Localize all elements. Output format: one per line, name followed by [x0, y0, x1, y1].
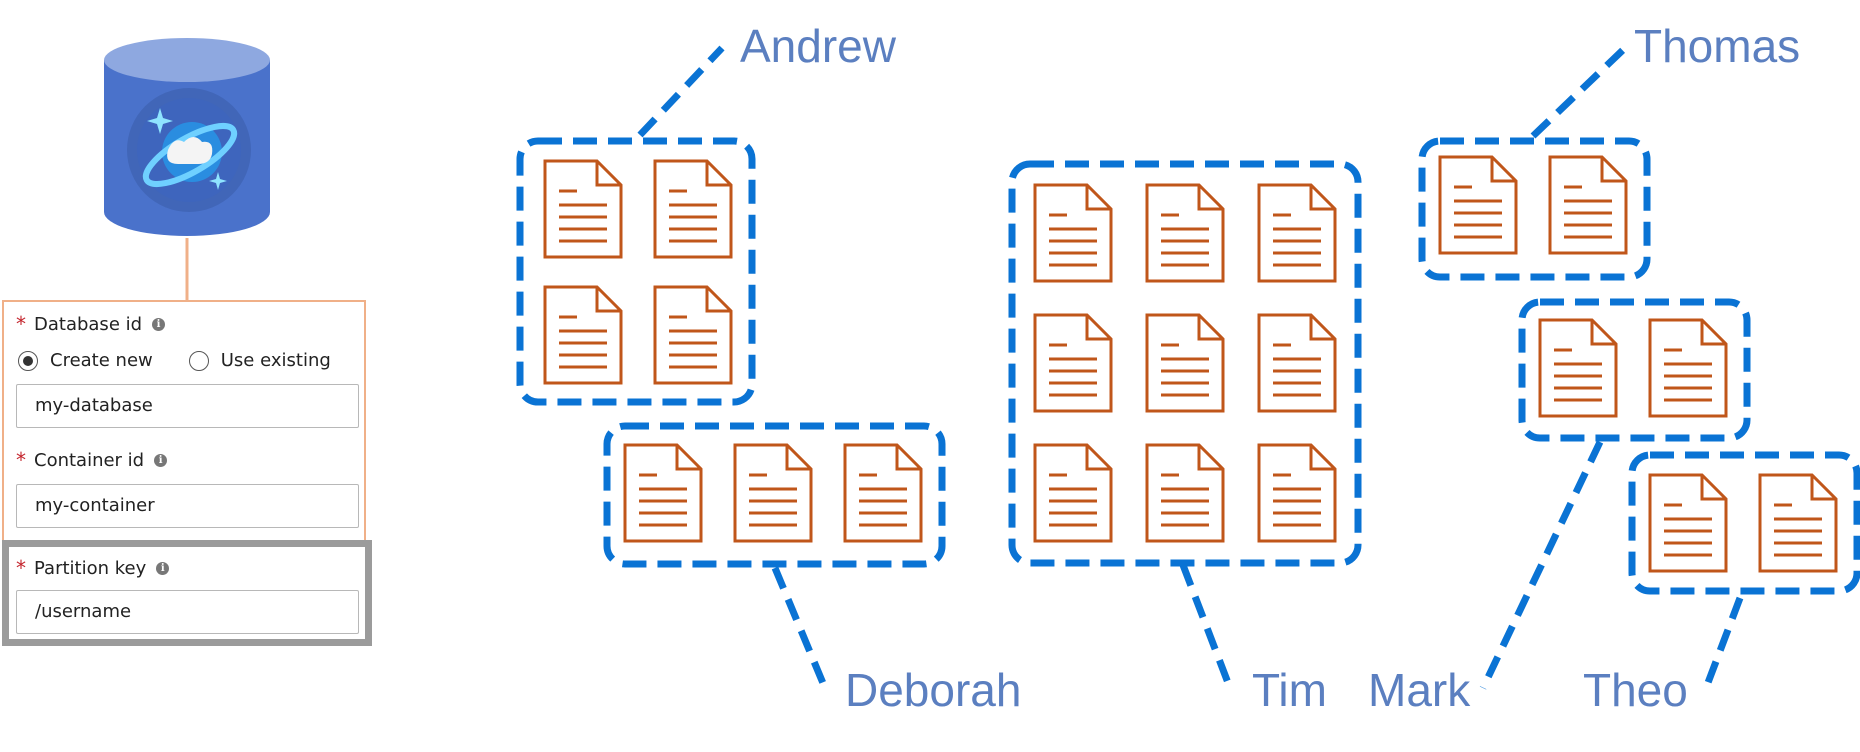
partition-key-label: * Partition key i	[16, 556, 170, 580]
create-new-radio[interactable]	[18, 350, 38, 371]
database-id-input[interactable]: my-database	[16, 384, 359, 428]
document-icon	[843, 443, 923, 543]
info-icon[interactable]: i	[154, 453, 168, 467]
document-icon	[1033, 183, 1113, 283]
document-icon	[1033, 443, 1113, 543]
label-theo: Theo	[1583, 664, 1688, 716]
label-andrew: Andrew	[740, 20, 897, 72]
info-icon[interactable]: i	[156, 561, 170, 575]
create-new-label[interactable]: Create new	[50, 350, 153, 371]
partition-box-thomas	[1418, 137, 1651, 281]
document-icon	[543, 285, 623, 385]
required-marker: *	[16, 312, 26, 336]
leader-tim	[1179, 563, 1234, 690]
document-icon	[1145, 183, 1225, 283]
document-icon	[1257, 443, 1337, 543]
label-tim: Tim	[1252, 664, 1327, 716]
leader-thomas	[1530, 45, 1628, 139]
required-marker: *	[16, 448, 26, 472]
document-icon	[1145, 313, 1225, 413]
cosmos-db-cylinder-icon	[104, 38, 270, 236]
label-deborah: Deborah	[845, 664, 1021, 716]
leader-theo	[1702, 596, 1744, 690]
leader-mark	[1479, 440, 1604, 690]
document-icon	[1548, 155, 1628, 255]
partition-box-andrew	[516, 137, 756, 406]
partition-key-label-text: Partition key	[34, 557, 147, 579]
leader-deborah	[771, 566, 829, 690]
document-icon	[653, 159, 733, 259]
use-existing-label[interactable]: Use existing	[220, 350, 331, 371]
document-icon	[543, 159, 623, 259]
partition-box-tim	[1008, 160, 1362, 567]
partition-leader-lines	[637, 45, 1744, 690]
label-thomas: Thomas	[1634, 20, 1800, 72]
document-icon	[653, 285, 733, 385]
partition-box-mark	[1518, 298, 1751, 442]
database-id-label-text: Database id	[34, 313, 143, 335]
container-id-input[interactable]: my-container	[16, 484, 359, 528]
database-id-label: * Database id i	[16, 312, 166, 336]
document-icon	[1033, 313, 1113, 413]
document-icon	[1438, 155, 1518, 255]
use-existing-radio[interactable]	[188, 350, 209, 371]
database-radio-group: Create new Use existing	[18, 350, 331, 371]
document-icon	[1257, 183, 1337, 283]
document-icon	[1145, 443, 1225, 543]
document-icon	[1538, 318, 1618, 418]
partition-box-deborah	[603, 422, 946, 568]
container-id-label-text: Container id	[34, 449, 145, 471]
label-mark: Mark	[1368, 664, 1471, 716]
required-marker: *	[16, 556, 26, 580]
info-icon[interactable]: i	[152, 317, 166, 331]
leader-andrew	[637, 45, 725, 138]
document-icon	[1648, 318, 1728, 418]
container-id-label: * Container id i	[16, 448, 168, 472]
partition-box-theo	[1628, 451, 1860, 595]
document-icon	[733, 443, 813, 543]
document-icon	[623, 443, 703, 543]
document-icon	[1257, 313, 1337, 413]
document-icon	[1648, 473, 1728, 573]
document-icon	[1758, 473, 1838, 573]
partition-key-input[interactable]: /username	[16, 590, 359, 634]
